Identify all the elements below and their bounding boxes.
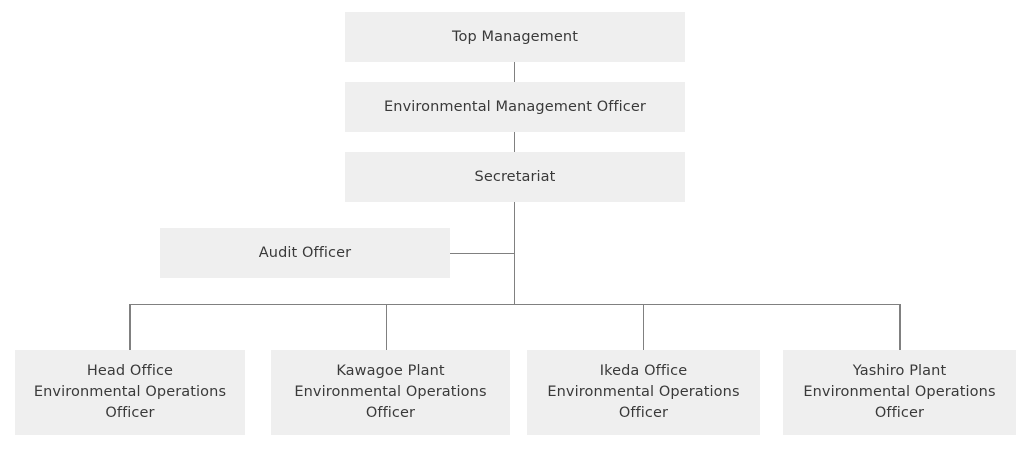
connector-audit-officer-branch xyxy=(450,252,514,254)
node-ikeda-office-environmental-operations-officer: Ikeda Office Environmental Operations Of… xyxy=(527,350,760,435)
connector-drop-head-office xyxy=(129,303,131,350)
connector-secretariat-trunk xyxy=(513,202,515,305)
node-secretariat: Secretariat xyxy=(345,152,685,202)
connector-drop-kawagoe-plant xyxy=(385,303,387,350)
connector-drop-yashiro-plant xyxy=(899,303,901,350)
node-yashiro-plant-environmental-operations-officer: Yashiro Plant Environmental Operations O… xyxy=(783,350,1016,435)
node-audit-officer: Audit Officer xyxy=(160,228,450,278)
connector-top-management-to-environmental-management-officer xyxy=(513,62,515,82)
connector-drop-ikeda-office xyxy=(642,303,644,350)
node-environmental-management-officer: Environmental Management Officer xyxy=(345,82,685,132)
connector-environmental-management-officer-to-secretariat xyxy=(513,132,515,152)
node-kawagoe-plant-environmental-operations-officer: Kawagoe Plant Environmental Operations O… xyxy=(271,350,510,435)
connector-horizontal-bus xyxy=(129,303,901,305)
node-head-office-environmental-operations-officer: Head Office Environmental Operations Off… xyxy=(15,350,245,435)
node-top-management: Top Management xyxy=(345,12,685,62)
